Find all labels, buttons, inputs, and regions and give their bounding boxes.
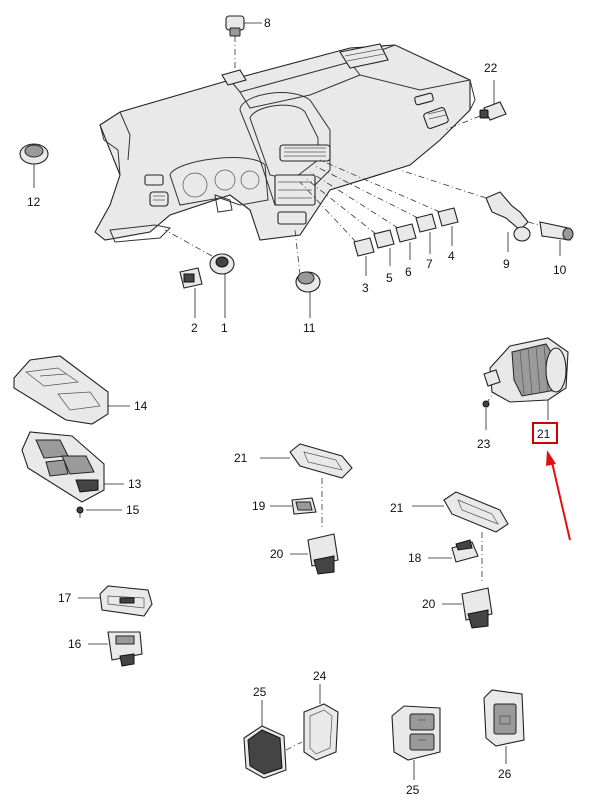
part-10-lighter bbox=[527, 221, 574, 256]
callout-6: 6 bbox=[405, 265, 412, 279]
callout-18: 18 bbox=[408, 551, 422, 565]
dashboard-illustration bbox=[94, 43, 476, 243]
callout-11: 11 bbox=[303, 321, 316, 335]
highlight-arrow bbox=[546, 450, 571, 541]
part-14-switch-bezel bbox=[13, 355, 130, 425]
part-24-switch bbox=[444, 80, 507, 131]
part-4-switch bbox=[319, 159, 459, 246]
callout-21b: 21 bbox=[390, 501, 404, 515]
callout-4: 4 bbox=[448, 249, 455, 263]
part-5-switch bbox=[304, 177, 395, 266]
callout-23: 23 bbox=[477, 437, 491, 451]
part-20-switch-right bbox=[442, 587, 493, 629]
callout-1: 1 bbox=[221, 321, 228, 335]
part-9-ignition bbox=[399, 169, 531, 252]
callout-3: 3 bbox=[362, 281, 369, 295]
callout-22: 21 bbox=[537, 427, 551, 441]
part-22-motor-unit bbox=[483, 337, 569, 420]
callout-20b: 20 bbox=[422, 597, 436, 611]
part-11-knob bbox=[294, 229, 321, 318]
part-15-screw bbox=[76, 506, 122, 518]
callout-17: 17 bbox=[58, 591, 72, 605]
callout-15: 15 bbox=[126, 503, 140, 517]
part-12-knob bbox=[19, 143, 49, 188]
callout-5: 5 bbox=[386, 271, 393, 285]
callout-21a: 21 bbox=[234, 451, 248, 465]
part-7-switch bbox=[314, 165, 437, 254]
part-1-switch bbox=[164, 229, 235, 318]
part-2-switch bbox=[179, 267, 203, 318]
part-25-switch-cap bbox=[243, 700, 303, 779]
part-8-sensor bbox=[225, 15, 262, 70]
part-20-switch-left bbox=[290, 533, 339, 575]
part-21-bezel-left bbox=[260, 443, 353, 530]
callout-25-text: 25 bbox=[253, 685, 267, 699]
part-28-switch bbox=[483, 689, 525, 764]
part-26-bezel bbox=[303, 684, 339, 761]
callout-10: 10 bbox=[553, 263, 567, 277]
part-16-switch bbox=[88, 631, 143, 667]
callout-2: 2 bbox=[191, 321, 198, 335]
part-18-switch bbox=[428, 539, 479, 563]
callout-16: 16 bbox=[68, 637, 82, 651]
callout-27: 25 bbox=[406, 783, 420, 797]
part-21-bezel-right bbox=[412, 491, 509, 584]
callout-28: 26 bbox=[498, 767, 512, 781]
callout-12: 12 bbox=[27, 195, 41, 209]
part-3-switch bbox=[299, 181, 375, 276]
callout-7: 7 bbox=[426, 257, 433, 271]
part-27-switch-panel bbox=[391, 705, 441, 780]
part-13-switch-block bbox=[21, 431, 124, 503]
callout-9: 9 bbox=[503, 257, 510, 271]
callout-26: 24 bbox=[313, 669, 327, 683]
callout-14: 14 bbox=[134, 399, 148, 413]
part-17-bezel bbox=[78, 585, 153, 617]
callout-19: 19 bbox=[252, 499, 266, 513]
callout-20a: 20 bbox=[270, 547, 284, 561]
part-6-switch bbox=[309, 171, 417, 260]
callout-8: 8 bbox=[264, 16, 271, 30]
part-23-screw bbox=[482, 391, 495, 430]
part-19-switch bbox=[270, 497, 317, 515]
callout-22-highlight-box bbox=[532, 422, 558, 444]
callout-24: 22 bbox=[484, 61, 498, 75]
callout-13: 13 bbox=[128, 477, 142, 491]
